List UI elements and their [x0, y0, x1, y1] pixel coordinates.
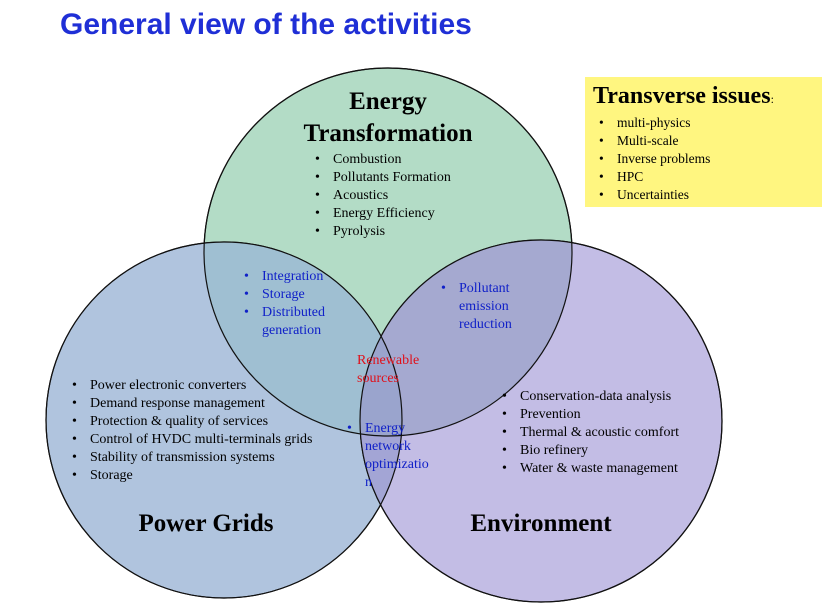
energy-title-line2: Transformation [303, 120, 473, 147]
energy-items-list: Combustion Pollutants Formation Acoustic… [315, 151, 451, 241]
list-item: Pollutants Formation [315, 169, 451, 187]
list-item: Prevention [502, 406, 679, 424]
page-title: General view of the activities [60, 8, 472, 41]
grids-environment-list: Energy network optimizatio n [347, 420, 433, 492]
transverse-title-text: Transverse issues [593, 83, 771, 109]
list-item: Demand response management [72, 395, 312, 413]
energy-title-line1: Energy [349, 88, 427, 115]
list-item: Thermal & acoustic comfort [502, 424, 679, 442]
list-item: Conservation-data analysis [502, 388, 679, 406]
list-item: Acoustics [315, 187, 451, 205]
list-item: Energy network optimizatio n [347, 420, 433, 492]
list-item: HPC [599, 168, 814, 186]
energy-grids-list: Integration Storage Distributed generati… [244, 268, 344, 340]
list-item: Bio refinery [502, 442, 679, 460]
environment-list: Conservation-data analysis Prevention Th… [502, 388, 679, 478]
transverse-colon: : [770, 92, 774, 106]
renewable-sources-label: Renewable sources [357, 353, 420, 386]
list-item: Combustion [315, 151, 451, 169]
list-item: Distributed generation [244, 304, 344, 340]
transverse-issues-list: multi-physics Multi-scale Inverse proble… [593, 114, 814, 204]
list-item: multi-physics [599, 114, 814, 132]
list-item: Stability of transmission systems [72, 449, 312, 467]
transverse-issues-title: Transverse issues: [593, 81, 814, 114]
list-item: Protection & quality of services [72, 413, 312, 431]
list-item: Inverse problems [599, 150, 814, 168]
list-item: Multi-scale [599, 132, 814, 150]
list-item: Control of HVDC multi-terminals grids [72, 431, 312, 449]
power-grids-title: Power Grids [138, 510, 274, 537]
energy-transformation-title: Energy Transformation [304, 86, 473, 150]
list-item: Energy Efficiency [315, 205, 451, 223]
list-item: Water & waste management [502, 460, 679, 478]
list-item: Pyrolysis [315, 223, 451, 241]
power-grids-list: Power electronic converters Demand respo… [72, 377, 312, 485]
transverse-issues-box: Transverse issues: multi-physics Multi-s… [585, 77, 822, 207]
list-item: Pollutant emission reduction [441, 280, 536, 334]
environment-title: Environment [470, 510, 612, 537]
energy-environment-list: Pollutant emission reduction [441, 280, 536, 334]
list-item: Storage [72, 467, 312, 485]
list-item: Integration [244, 268, 344, 286]
list-item: Uncertainties [599, 186, 814, 204]
list-item: Power electronic converters [72, 377, 312, 395]
list-item: Storage [244, 286, 344, 304]
